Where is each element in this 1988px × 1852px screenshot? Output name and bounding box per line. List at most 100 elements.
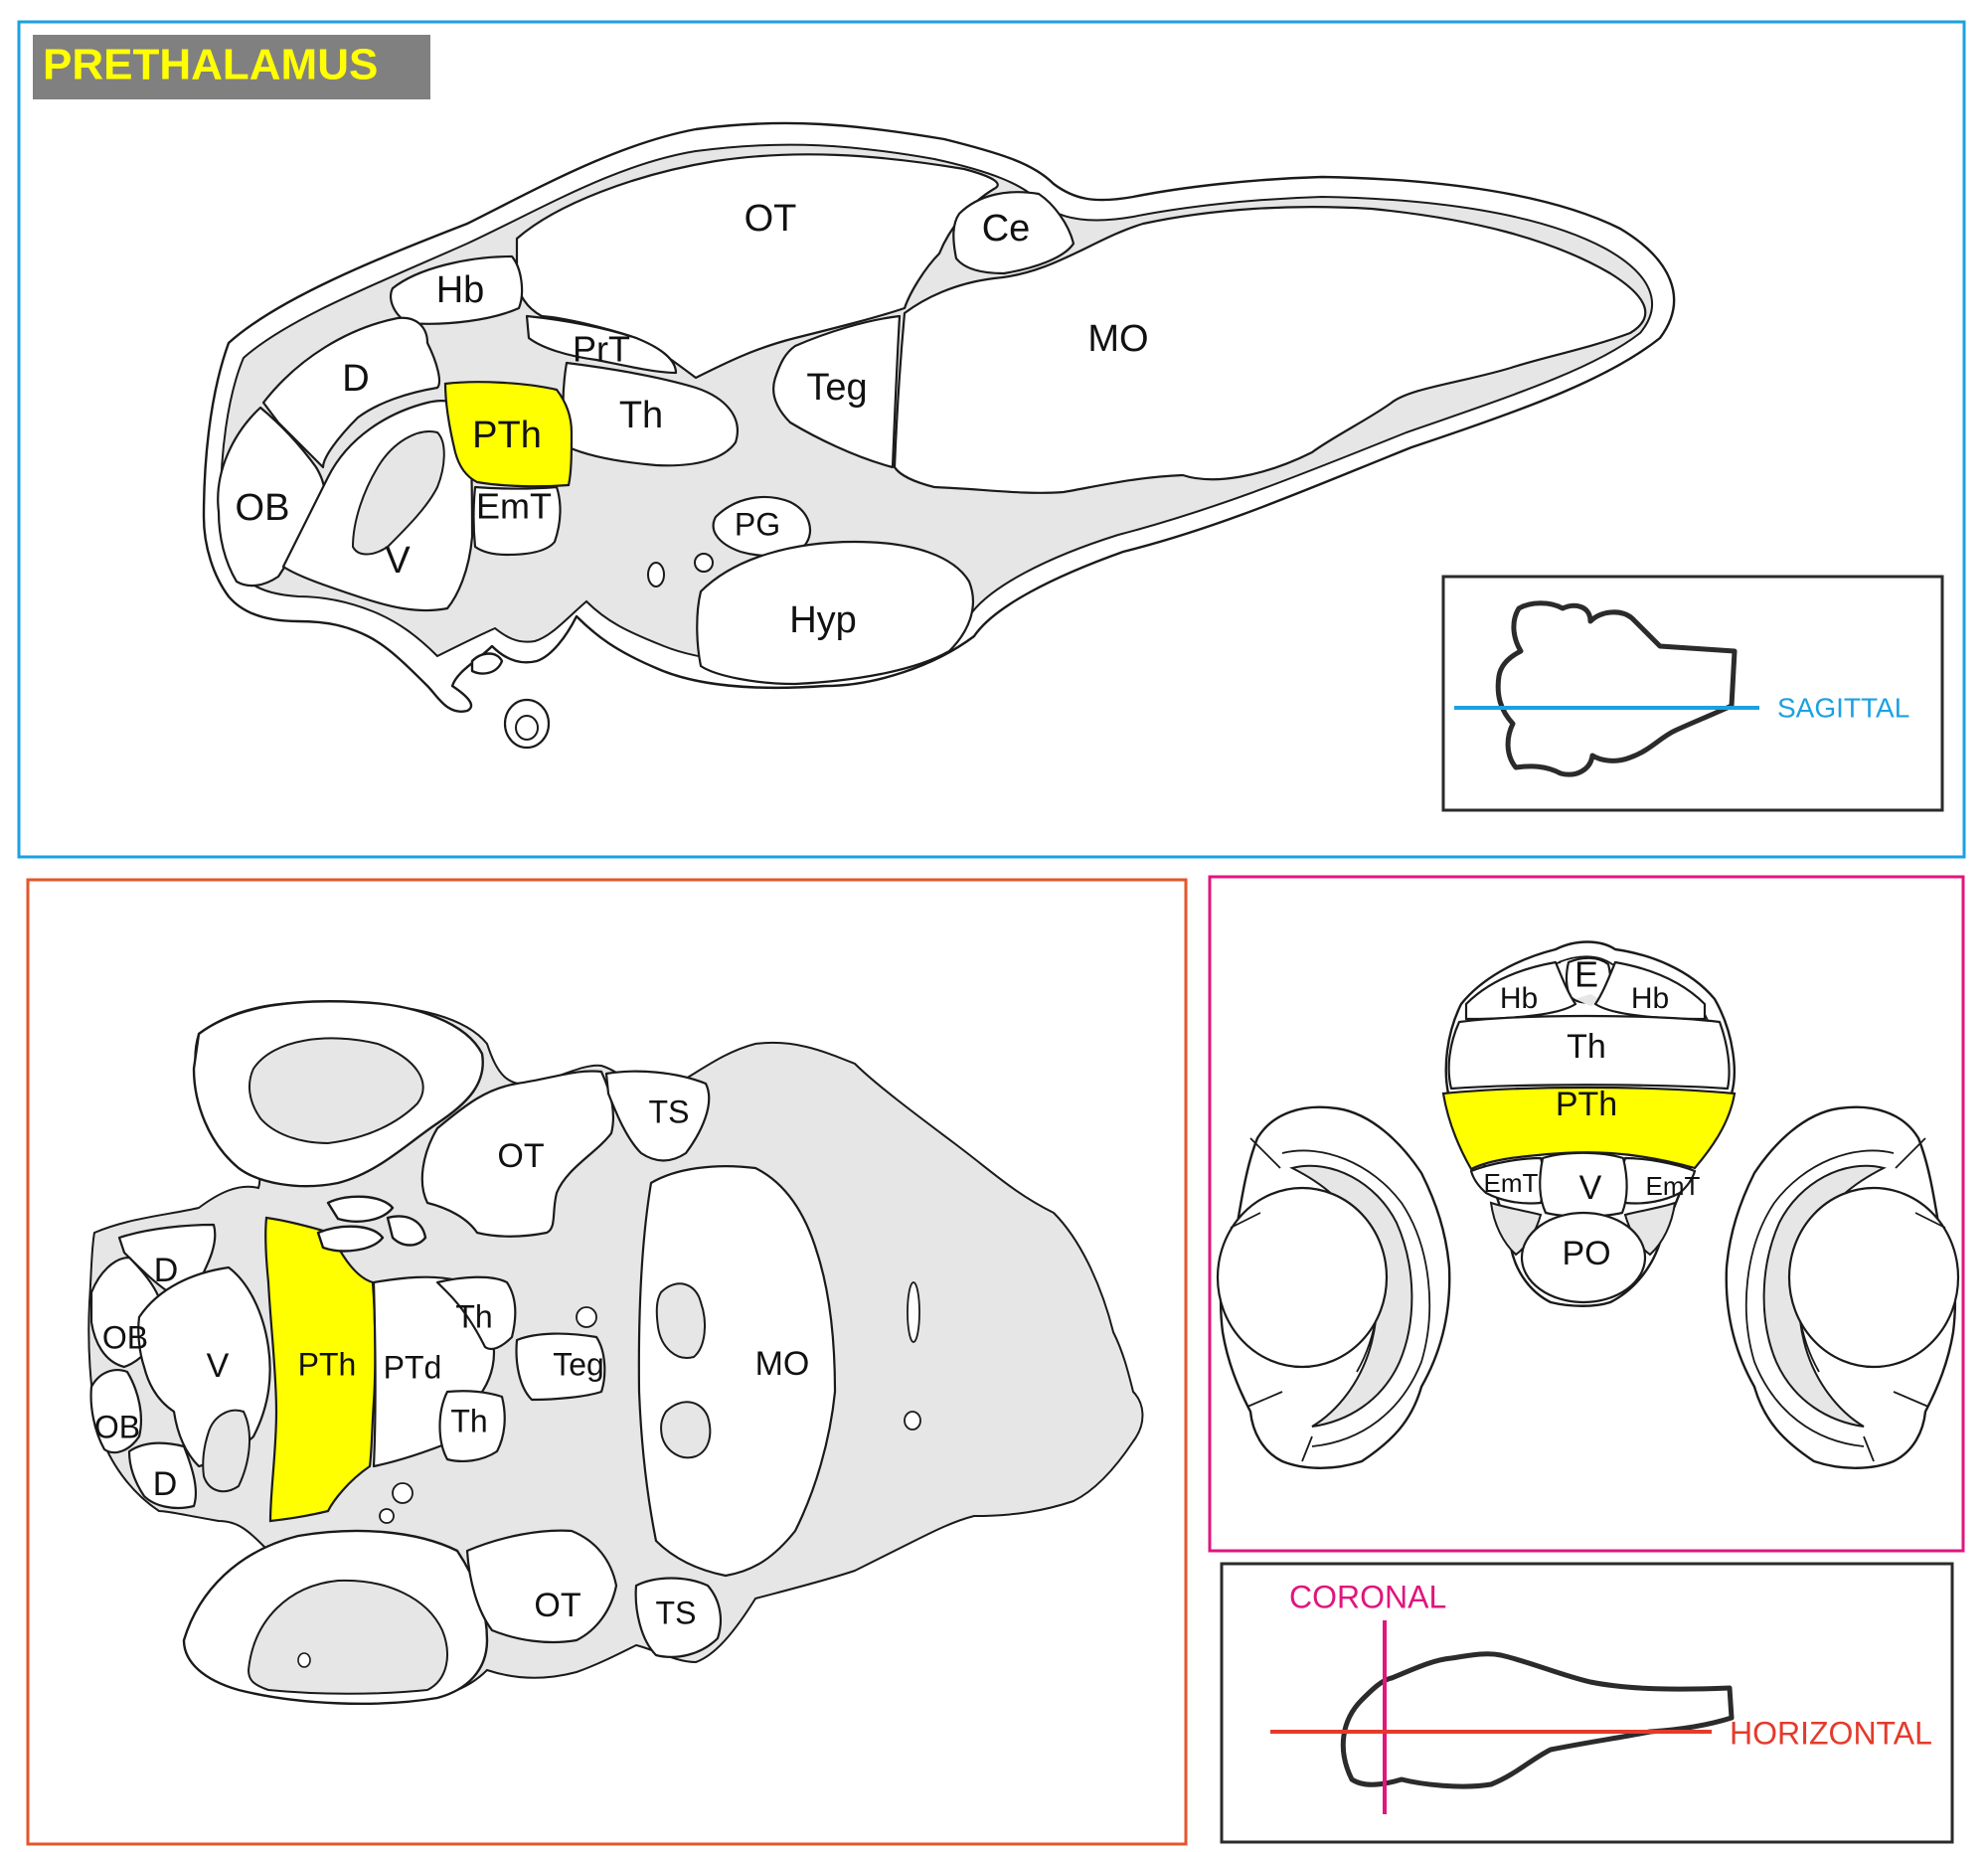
horizontal-hole-2 <box>379 1508 395 1524</box>
sagittal-region-pth <box>443 381 574 488</box>
horizontal-hole-1 <box>392 1482 414 1504</box>
sagittal-inset-frame <box>1441 575 1944 812</box>
horizontal-region-pth <box>264 1216 377 1523</box>
horizontal-label-mo: MO <box>755 1345 810 1383</box>
coronal-eye-right-lens <box>1787 1186 1960 1369</box>
horizontal-label-ot-top: OT <box>497 1137 544 1175</box>
horizontal-label-ot-bottom: OT <box>534 1587 580 1624</box>
sagittal-panel-frame <box>17 20 1966 859</box>
coronal-region-po <box>1520 1211 1647 1304</box>
horizontal-label-d-top: D <box>154 1252 179 1289</box>
coronal-eye-left-ring-1 <box>1281 1149 1431 1447</box>
coronal-label-hb-left: Hb <box>1500 982 1538 1015</box>
horizontal-eye-top-fragment <box>326 1195 395 1223</box>
sagittal-region-hyp <box>696 540 974 686</box>
sagittal-label-hyp: Hyp <box>789 599 857 641</box>
coronal-label-hb-right: Hb <box>1631 982 1669 1015</box>
sagittal-section: OT Ce Hb PrT MO D Teg PTh Th OB EmT PG V… <box>202 121 1676 750</box>
coronal-horizontal-inset-frame <box>1220 1562 1954 1844</box>
horizontal-fragment-2 <box>386 1215 427 1247</box>
horizontal-eye-bottom-hole <box>297 1652 311 1668</box>
sagittal-region-teg <box>772 314 902 469</box>
horizontal-region-ob-bottom <box>89 1369 142 1454</box>
sagittal-eye-inner <box>515 715 539 741</box>
horizontal-region-th-top <box>435 1275 517 1351</box>
horizontal-eye-bottom-inner <box>247 1579 448 1695</box>
horizontal-region-ot-bottom <box>465 1529 618 1644</box>
horizontal-eye-top-inner <box>248 1037 424 1145</box>
coronal-inset-label: CORONAL <box>1289 1579 1446 1614</box>
sagittal-inset: SAGITTAL <box>1441 575 1944 812</box>
coronal-label-emt-left: EmT <box>1484 1168 1539 1198</box>
horizontal-hole-3 <box>576 1306 597 1328</box>
brain-lateral-outline-icon <box>1340 1651 1735 1789</box>
horizontal-label-ptd: PTd <box>384 1349 442 1385</box>
coronal-eye-right-seg-1 <box>1863 1137 1946 1462</box>
sagittal-label-pth: PTh <box>472 415 542 456</box>
sagittal-label-pg: PG <box>735 506 780 542</box>
sagittal-label-ot: OT <box>745 198 797 240</box>
horizontal-label-teg: Teg <box>553 1346 604 1382</box>
sagittal-fragment <box>470 652 504 675</box>
coronal-label-pth: PTh <box>1556 1086 1617 1123</box>
sagittal-label-hb: Hb <box>436 269 485 311</box>
brain-dorsal-outline-icon <box>1495 600 1738 777</box>
horizontal-hole-5 <box>904 1411 921 1431</box>
horizontal-region-ot-top <box>420 1070 615 1238</box>
horizontal-label-v: V <box>207 1347 230 1385</box>
horizontal-region-d-bottom <box>127 1441 198 1510</box>
sagittal-label-teg: Teg <box>806 367 867 409</box>
coronal-eye-left-seg-1 <box>1230 1137 1313 1462</box>
horizontal-inset-label: HORIZONTAL <box>1730 1715 1932 1751</box>
sagittal-region-emt <box>472 485 562 557</box>
title-badge-background <box>33 35 430 99</box>
coronal-label-e: E <box>1574 954 1598 995</box>
coronal-section: E Hb Hb Th PTh EmT V EmT PO <box>1216 940 1960 1469</box>
coronal-region-v <box>1539 1151 1628 1218</box>
coronal-label-po: PO <box>1562 1235 1610 1272</box>
horizontal-region-th-bottom <box>438 1390 506 1462</box>
sagittal-hole-1 <box>647 562 665 588</box>
coronal-eye-right <box>1725 1105 1960 1469</box>
coronal-eye-left-lens <box>1216 1186 1389 1369</box>
sagittal-region-prt <box>525 314 678 375</box>
sagittal-label-v: V <box>385 540 411 582</box>
sagittal-hole-2 <box>694 553 714 573</box>
coronal-eye-right-ring-1 <box>1744 1149 1895 1447</box>
horizontal-v-ventricle <box>202 1409 250 1493</box>
sagittal-inset-label: SAGITTAL <box>1777 692 1909 723</box>
coronal-region-th <box>1447 1014 1731 1091</box>
coronal-label-th: Th <box>1567 1028 1606 1066</box>
horizontal-hole-4 <box>907 1281 920 1343</box>
horizontal-section: TS OT D OB V PTh PTd Th Teg MO Th OB D O… <box>87 1000 1144 1706</box>
horizontal-label-d-bottom: D <box>153 1465 178 1503</box>
sagittal-region-ce <box>952 191 1076 275</box>
horizontal-label-ts-top: TS <box>649 1094 690 1129</box>
horizontal-label-th-top: Th <box>455 1298 492 1334</box>
sagittal-label-ob: OB <box>236 487 290 529</box>
horizontal-region-teg <box>515 1332 606 1402</box>
sagittal-region-d <box>261 316 441 469</box>
coronal-label-emt-right: EmT <box>1646 1171 1701 1201</box>
sagittal-label-th: Th <box>619 395 663 436</box>
coronal-panel-frame <box>1208 875 1965 1553</box>
title-text: PRETHALAMUS <box>43 41 378 89</box>
horizontal-region-mo <box>637 1165 837 1578</box>
horizontal-region-ts-top <box>604 1070 711 1162</box>
horizontal-label-ob-top: OB <box>102 1319 148 1355</box>
horizontal-region-ts-bottom <box>634 1577 723 1658</box>
horizontal-panel-frame <box>26 878 1188 1846</box>
horizontal-mo-gray-1 <box>655 1282 707 1359</box>
sagittal-label-prt: PrT <box>573 329 630 370</box>
sagittal-label-d: D <box>342 358 369 400</box>
horizontal-label-ts-bottom: TS <box>656 1595 697 1630</box>
horizontal-label-th-bottom: Th <box>450 1403 487 1438</box>
coronal-region-pth <box>1441 1086 1737 1171</box>
sagittal-v-ventricle <box>351 430 445 556</box>
sagittal-label-ce: Ce <box>982 208 1031 250</box>
sagittal-label-emt: EmT <box>476 486 552 527</box>
coronal-region-emt-left <box>1469 1156 1546 1205</box>
coronal-label-v: V <box>1579 1169 1602 1207</box>
title-badge: PRETHALAMUS <box>33 35 430 99</box>
